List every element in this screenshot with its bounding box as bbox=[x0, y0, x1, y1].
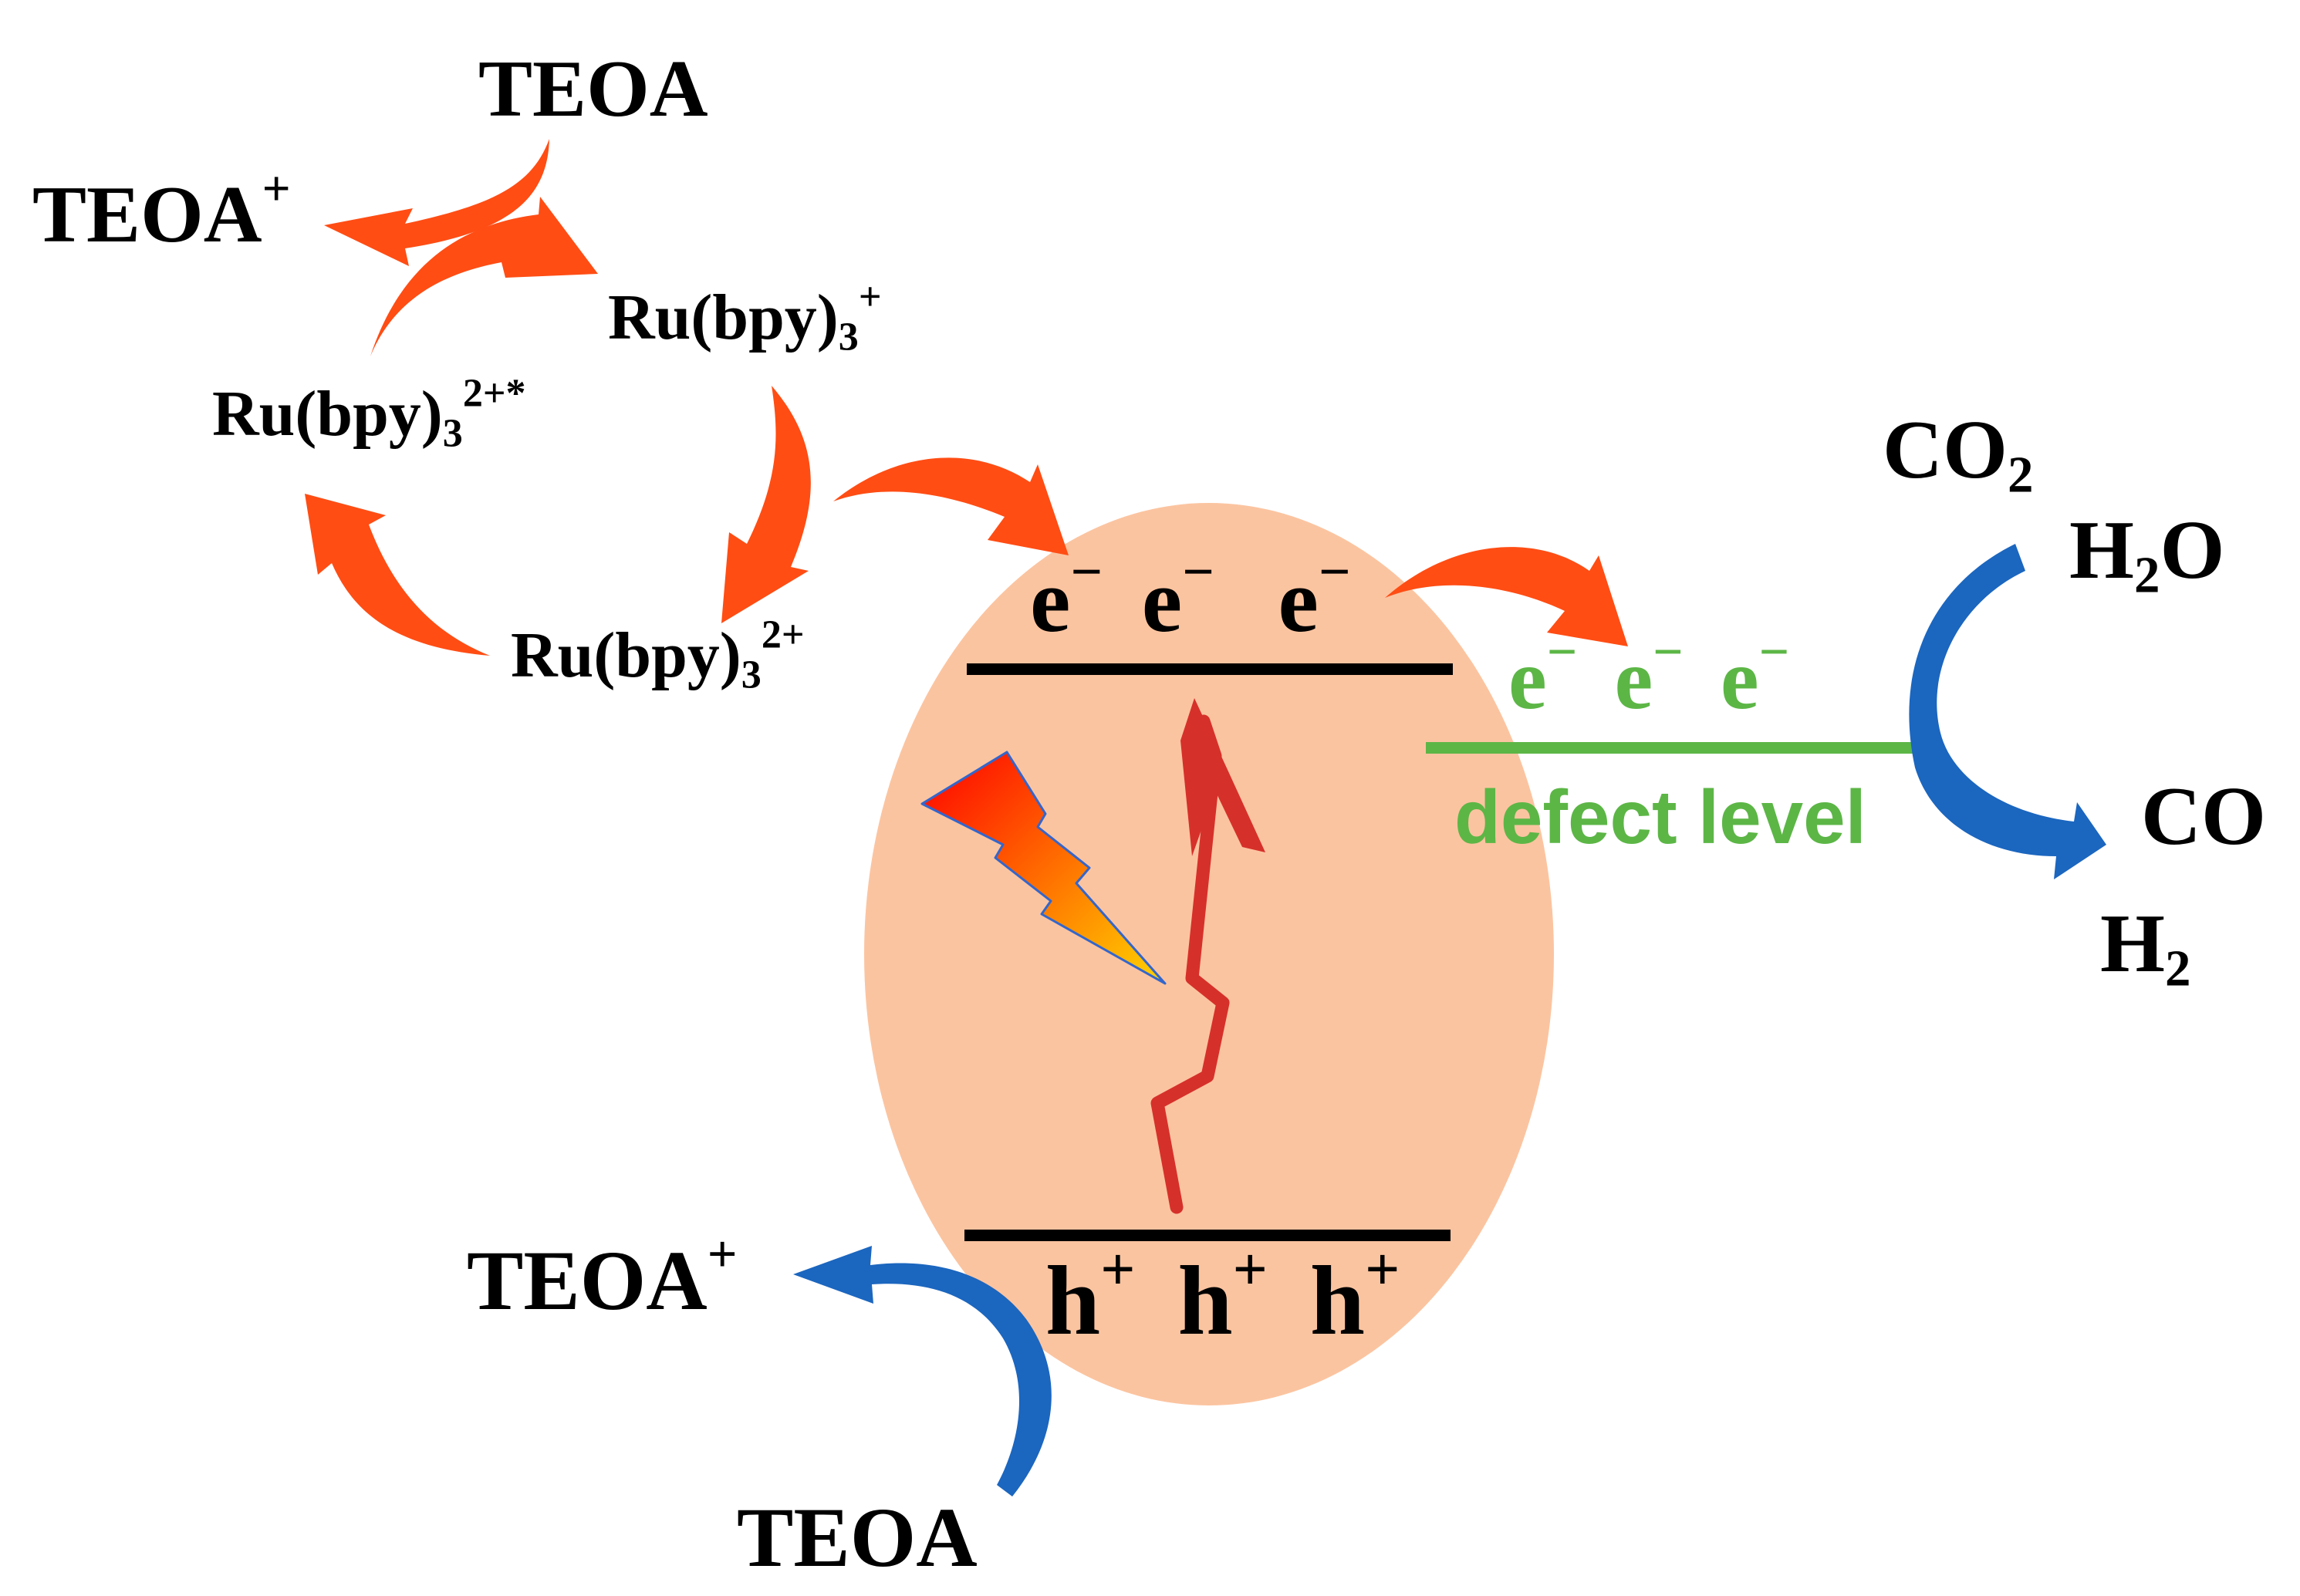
arrow-teoa-oxidation bbox=[793, 1246, 1052, 1496]
label-teoa-bottom: TEOA bbox=[737, 1490, 978, 1584]
label-h2: H2 bbox=[2100, 898, 2191, 997]
semiconductor-particle bbox=[864, 503, 1554, 1405]
hole: h+ bbox=[1177, 1235, 1268, 1355]
electron: e− bbox=[1030, 540, 1103, 651]
arrow-excited-to-reduced bbox=[370, 197, 598, 356]
label-teoa-top: TEOA bbox=[478, 43, 708, 133]
defect-level-electrons: e− e− e− bbox=[1508, 623, 1790, 727]
arrow-teoa-to-teoa-plus bbox=[324, 139, 549, 266]
arrow-reduced-to-ground bbox=[721, 386, 811, 623]
electron: e− bbox=[1278, 540, 1351, 651]
label-teoa-plus-top: TEOA+ bbox=[32, 161, 291, 259]
label-co: CO bbox=[2141, 771, 2266, 862]
label-teoa-plus-bottom: TEOA+ bbox=[467, 1223, 738, 1328]
label-ru-excited: Ru(bpy)32+* bbox=[212, 371, 526, 456]
defect-level-line bbox=[1426, 742, 1916, 754]
valence-band-line bbox=[964, 1230, 1451, 1241]
label-ru-ground: Ru(bpy)32+ bbox=[511, 612, 805, 697]
arrow-electron-injection bbox=[833, 457, 1069, 555]
conduction-band-line bbox=[967, 663, 1453, 675]
defect-level-label: defect level bbox=[1454, 774, 1866, 859]
electron: e− bbox=[1720, 623, 1790, 727]
label-ru-reduced: Ru(bpy)3+ bbox=[608, 275, 882, 359]
arrow-ground-to-excited bbox=[305, 494, 490, 656]
hole: h+ bbox=[1309, 1235, 1400, 1355]
valence-band-holes: h+ h+ h+ bbox=[1045, 1235, 1400, 1355]
electron: e− bbox=[1508, 623, 1578, 727]
conduction-band-electrons: e− e− e− bbox=[1030, 540, 1351, 651]
sensitizer-cycle-arrows bbox=[305, 139, 1628, 656]
electron: e− bbox=[1141, 540, 1214, 651]
electron: e− bbox=[1614, 623, 1684, 727]
arrow-cb-to-defect bbox=[1385, 547, 1628, 646]
label-co2: CO2 bbox=[1883, 404, 2034, 504]
zigzag-arrow-icon bbox=[1150, 698, 1265, 1214]
lightning-bolt-icon bbox=[920, 751, 1167, 985]
label-h2o: H2O bbox=[2069, 504, 2225, 604]
hole: h+ bbox=[1045, 1235, 1136, 1355]
arrow-co2-reduction bbox=[1909, 544, 2106, 879]
